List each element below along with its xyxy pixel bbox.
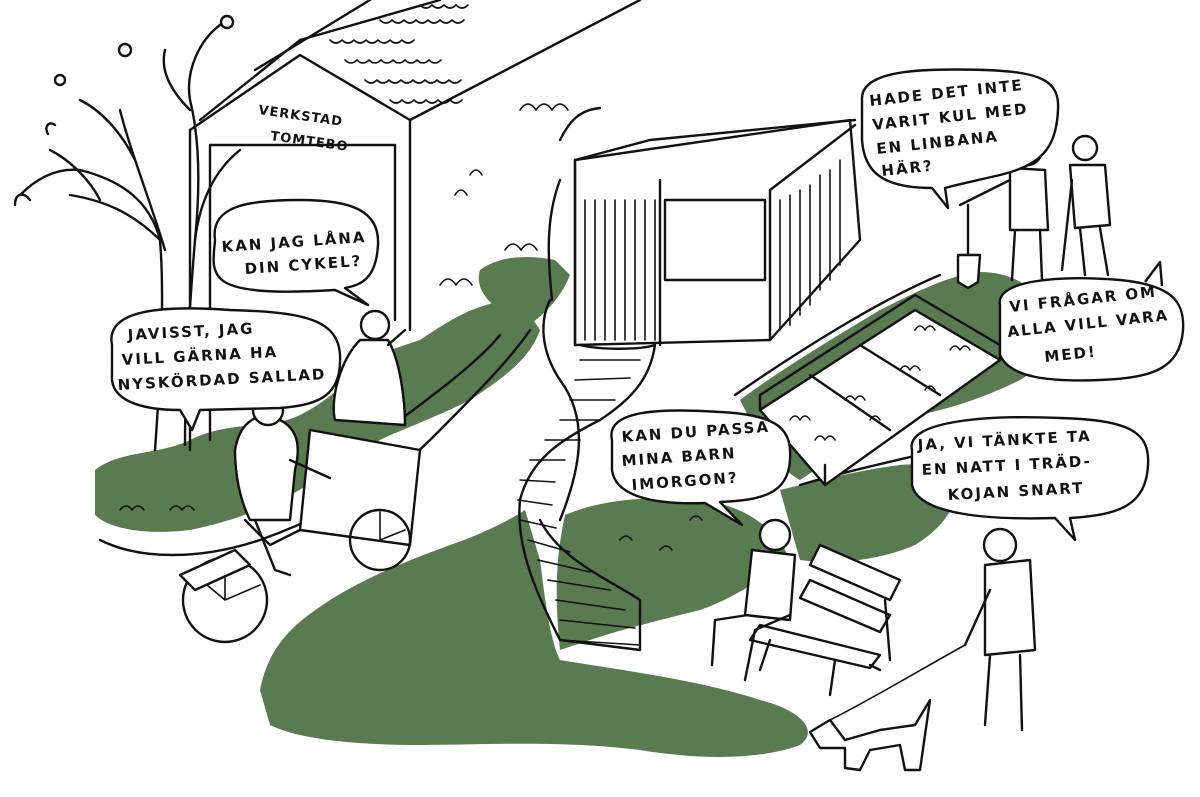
- treehouse-icon: [547, 106, 862, 347]
- bush-doodles: [119, 103, 703, 551]
- workshop-sign: VERKSTAD TOMTEBO: [257, 103, 349, 155]
- man-on-bench-figure: [710, 518, 797, 682]
- bubble-borrow-bike: KAN JAG LÅNA DIN CYKEL?: [212, 198, 380, 307]
- bubble-reply-salad: JAVISST, JAG VILL GÄRNA HA NYSKÖRDAD SAL…: [110, 307, 342, 432]
- bubble-treehouse: JA, VI TÄNKTE TA EN NATT I TRÄD- KOJAN S…: [910, 416, 1150, 542]
- cargo-bike-icon: [178, 428, 422, 644]
- old-man-figure: [1060, 134, 1112, 277]
- dog-walker-figure: [829, 527, 1037, 732]
- bubble-cable-car: HADE DET INTE VARIT KUL MED EN LINBANA H…: [860, 68, 1060, 210]
- shovel-icon: [956, 253, 982, 290]
- woman-figure: [332, 309, 407, 427]
- bubble-babysit: KAN DU PASSA MINA BARN IMORGON?: [610, 409, 792, 527]
- bubble-ask-all-line-3: MED!: [1044, 343, 1098, 366]
- dog-icon: [808, 698, 932, 772]
- sign-line-2: TOMTEBO: [269, 129, 349, 155]
- sign-line-1: VERKSTAD: [257, 103, 343, 130]
- bubble-ask-all: VI FRÅGAR OM ALLA VILL VARA MED!: [998, 260, 1185, 382]
- spiral-staircase-icon: [517, 343, 657, 652]
